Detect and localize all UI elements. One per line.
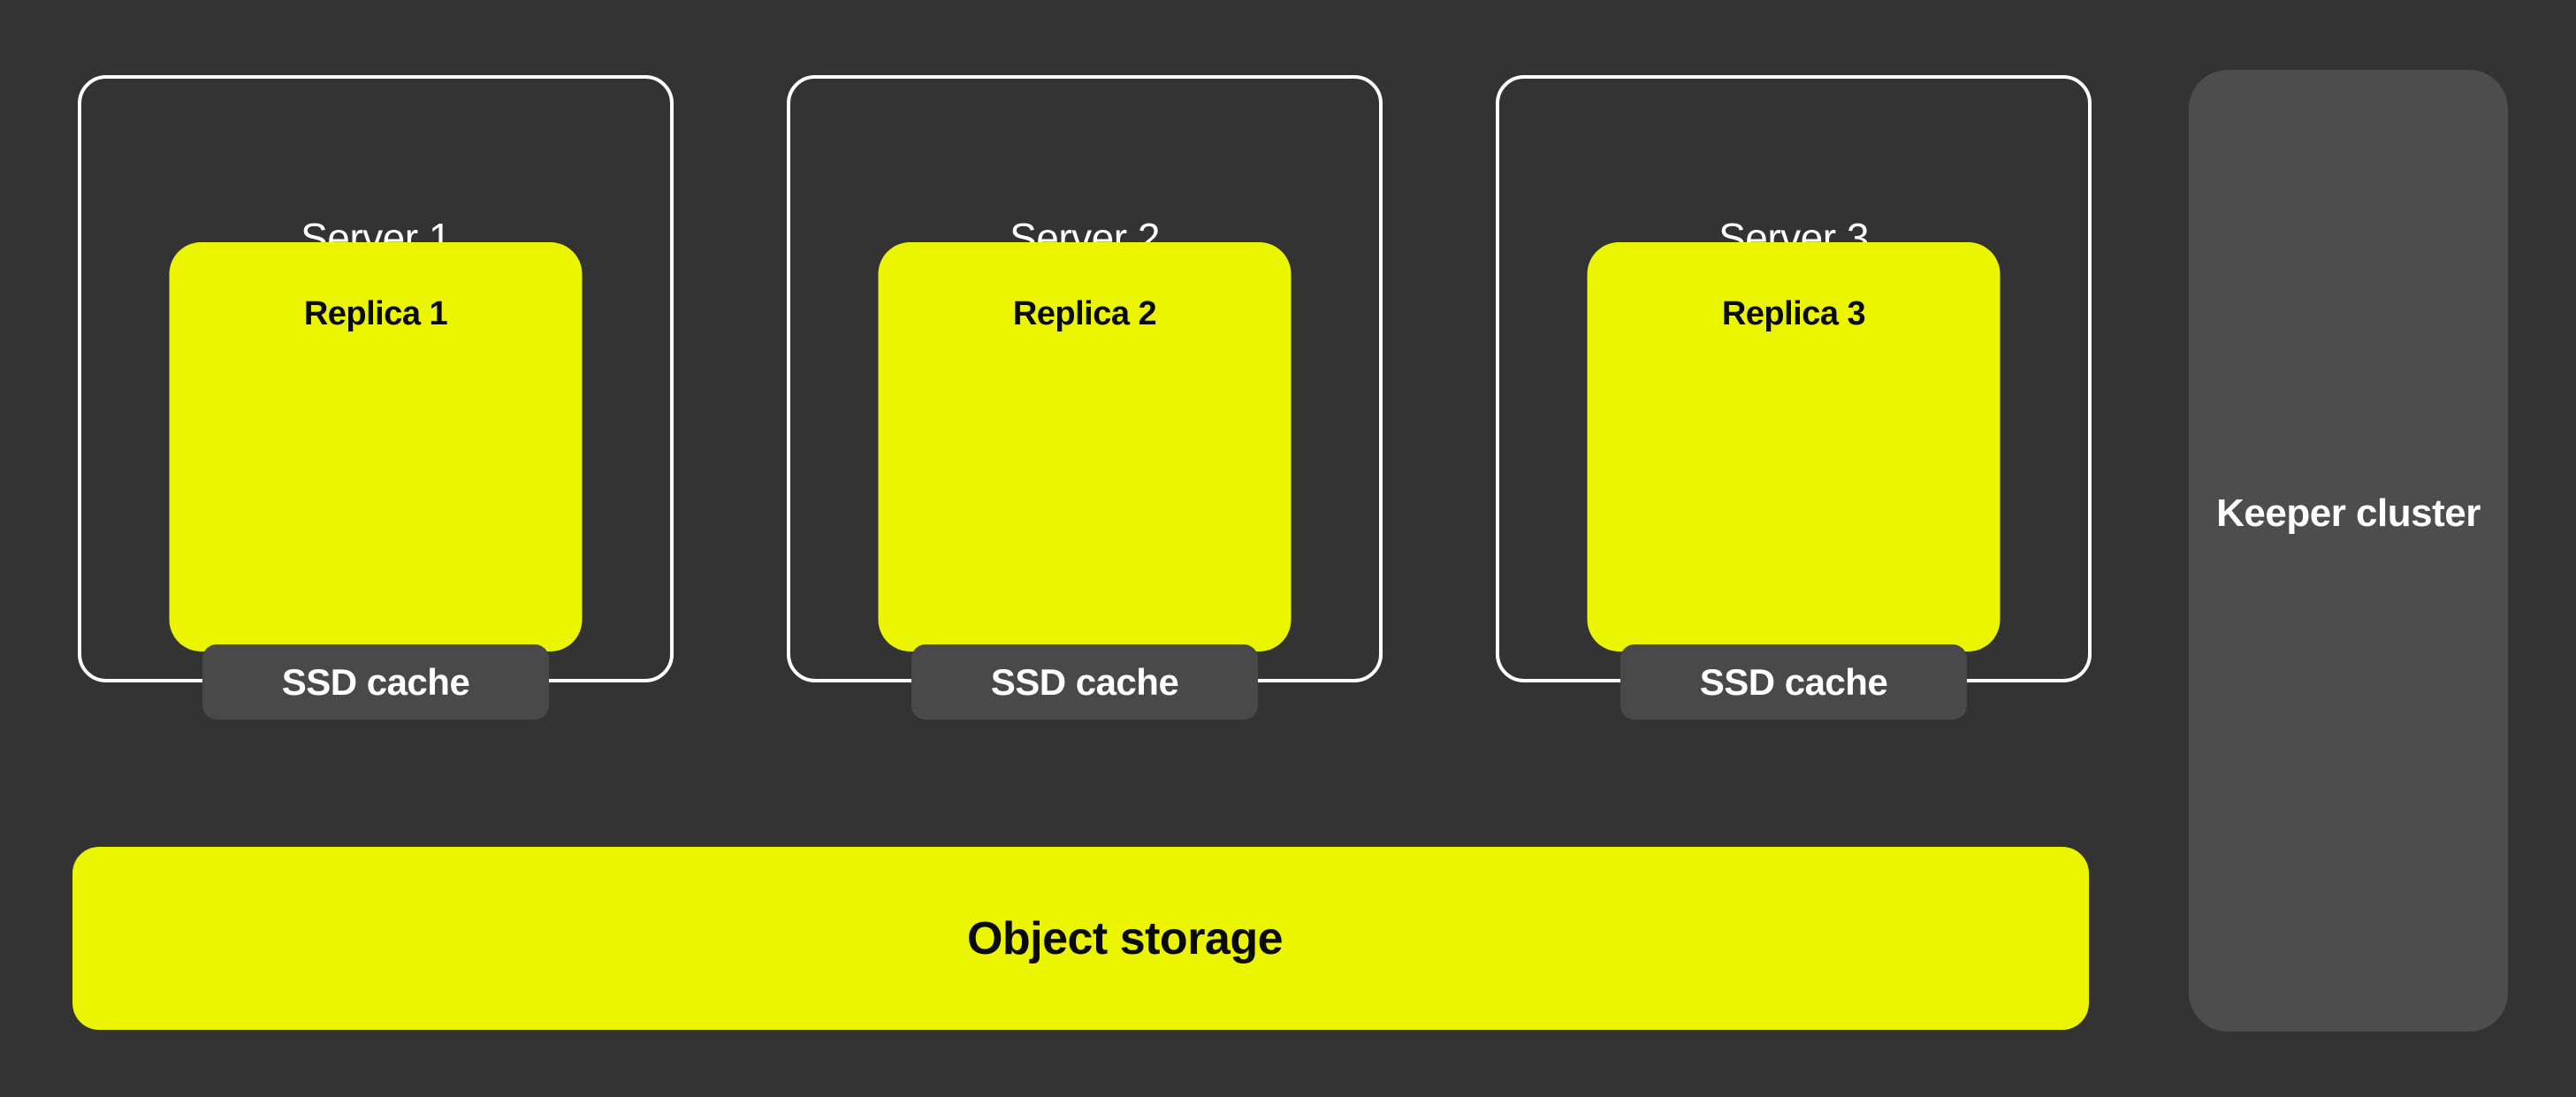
server-1-ssd-cache-label: SSD cache xyxy=(281,660,470,703)
keeper-cluster-box: Keeper cluster xyxy=(2189,70,2508,1032)
replica-3-label: Replica 3 xyxy=(1721,295,1866,332)
object-storage-label: Object storage xyxy=(966,912,1284,964)
server-2-box: Server 2 Replica 2 SSD cache xyxy=(787,75,1383,720)
replica-2-label: Replica 2 xyxy=(1012,295,1157,332)
server-3-ssd-cache-badge: SSD cache xyxy=(1620,644,1967,720)
replica-2-box: Replica 2 xyxy=(878,242,1292,651)
replica-3-box: Replica 3 xyxy=(1587,242,2001,651)
server-2-ssd-cache-label: SSD cache xyxy=(990,660,1179,703)
server-2-ssd-cache-badge: SSD cache xyxy=(911,644,1258,720)
keeper-cluster-label: Keeper cluster xyxy=(2216,491,2481,535)
replica-1-label: Replica 1 xyxy=(303,295,448,332)
replica-1-box: Replica 1 xyxy=(169,242,583,651)
server-1-box: Server 1 Replica 1 SSD cache xyxy=(78,75,674,720)
server-3-ssd-cache-label: SSD cache xyxy=(1699,660,1888,703)
object-storage-bar: Object storage xyxy=(72,847,2089,1030)
server-3-box: Server 3 Replica 3 SSD cache xyxy=(1496,75,2092,720)
server-1-ssd-cache-badge: SSD cache xyxy=(202,644,549,720)
